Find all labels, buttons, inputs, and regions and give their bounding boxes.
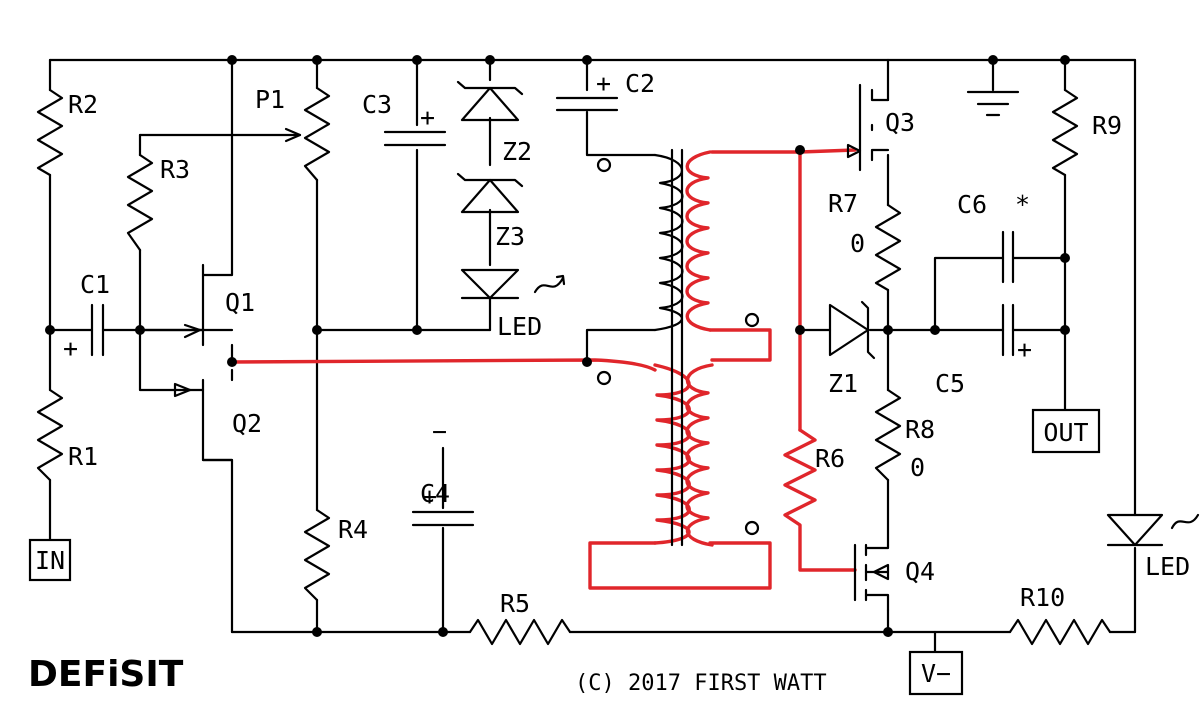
zener-Z2-symbol	[456, 80, 524, 122]
wiring	[48, 58, 1137, 654]
label-led: LED	[497, 312, 542, 341]
label-C1: C1	[80, 270, 110, 299]
label-Q2: Q2	[232, 409, 262, 438]
polarity-C1: +	[63, 334, 78, 363]
capacitor-C5-symbol	[1001, 303, 1015, 357]
component-labels: R2 R1 R3 P1 R4 R5 C1 + C3 + C2 + Z2 Z3 L…	[63, 69, 1190, 618]
highlighted-path	[230, 148, 857, 590]
transistor-Q2-symbol	[173, 382, 234, 462]
resistor-R2-symbol	[36, 88, 64, 177]
resistor-R5-symbol	[468, 618, 572, 646]
potentiometer-P1-symbol	[284, 86, 331, 182]
label-Q3: Q3	[885, 108, 915, 137]
label-R8: R8	[905, 415, 935, 444]
label-Z1: Z1	[828, 369, 858, 398]
mark-C6: *	[1015, 190, 1030, 219]
label-R4: R4	[338, 515, 368, 544]
junction-dots	[45, 55, 1070, 637]
capacitor-C2-symbol	[555, 96, 619, 112]
label-led-right: LED	[1145, 552, 1190, 581]
resistor-R7-symbol	[874, 203, 902, 292]
capacitor-C6-symbol	[1001, 230, 1015, 284]
polarity-C5: +	[1017, 335, 1032, 364]
zener-Z3-symbol	[456, 172, 524, 214]
resistor-R4-symbol	[303, 508, 331, 602]
label-C2: C2	[625, 69, 655, 98]
label-R1: R1	[68, 442, 98, 471]
polarity-C2: +	[596, 69, 611, 98]
terminal-out: OUT	[1031, 408, 1101, 454]
label-R9: R9	[1092, 111, 1122, 140]
capacitor-C1-symbol	[90, 303, 105, 357]
label-C5: C5	[935, 369, 965, 398]
led-right-symbol	[1106, 513, 1200, 547]
capacitor-C3-symbol	[383, 130, 447, 147]
label-R3: R3	[160, 155, 190, 184]
label-C6: C6	[957, 190, 987, 219]
terminal-in: IN	[28, 538, 72, 582]
terminal-vneg-label: V−	[921, 659, 951, 688]
label-C4: C4	[420, 479, 450, 508]
capacitor-C4-symbol	[411, 510, 475, 527]
transistor-Q3-symbol	[846, 83, 890, 172]
schematic-title: DEFiSIT	[28, 654, 184, 695]
value-R8: 0	[910, 453, 925, 482]
terminal-vneg: V−	[908, 650, 964, 696]
copyright-text: (C) 2017 FIRST WATT	[575, 671, 827, 696]
transistor-Q1-symbol	[183, 323, 202, 339]
label-Z3: Z3	[495, 222, 525, 251]
resistor-R3-symbol	[126, 153, 154, 252]
label-R2: R2	[68, 90, 98, 119]
ground-icon	[966, 90, 1020, 117]
resistor-R9-symbol	[1051, 88, 1079, 177]
label-R7: R7	[828, 189, 858, 218]
label-C3: C3	[362, 90, 392, 119]
terminal-out-label: OUT	[1043, 418, 1088, 447]
resistor-R10-symbol	[1008, 618, 1112, 646]
resistor-R1-symbol	[36, 388, 64, 482]
label-Q1: Q1	[225, 288, 255, 317]
label-P1: P1	[255, 85, 285, 114]
value-R7: 0	[850, 229, 865, 258]
polarity-C4: +	[422, 482, 437, 511]
resistor-R8-symbol	[874, 388, 902, 482]
transistor-Q4-symbol	[853, 543, 890, 612]
label-R5: R5	[500, 589, 530, 618]
label-R6: R6	[815, 444, 845, 473]
zener-Z1-symbol	[828, 300, 876, 360]
label-R10: R10	[1020, 583, 1065, 612]
polarity-C4-neg: −	[432, 417, 447, 446]
label-Z2: Z2	[502, 137, 532, 166]
label-Q4: Q4	[905, 557, 935, 586]
transformer	[596, 148, 760, 547]
terminal-in-label: IN	[35, 546, 65, 575]
led-symbol	[460, 268, 566, 300]
polarity-C3: +	[420, 103, 435, 132]
